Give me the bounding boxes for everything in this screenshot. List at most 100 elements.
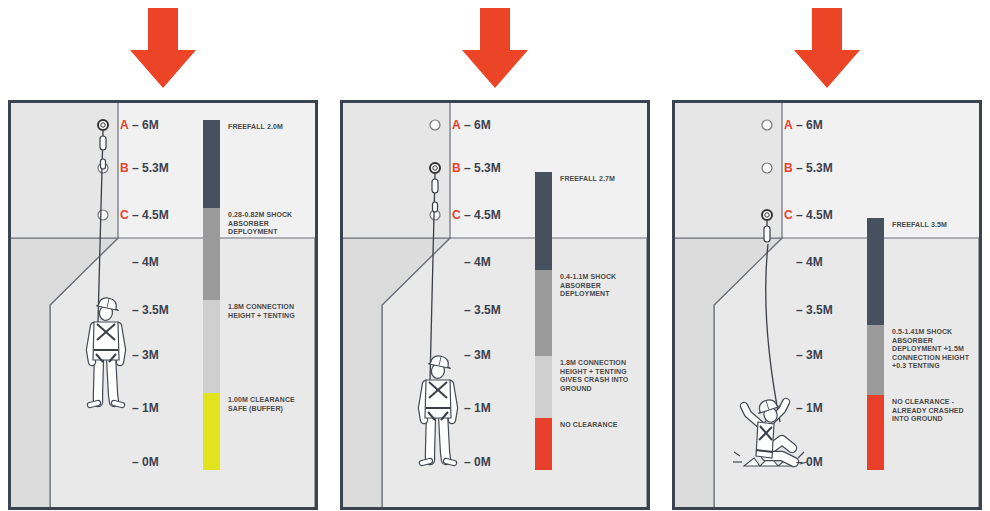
- height-marker: – 3.5M: [464, 303, 501, 317]
- anchor-point: [430, 163, 440, 173]
- panel: [342, 8, 649, 509]
- height-marker: – 3M: [464, 348, 491, 362]
- worker-figure: [90, 296, 122, 405]
- height-marker: – 3.5M: [132, 303, 169, 317]
- height-marker: – 5.3M: [132, 161, 169, 175]
- anchor-letter: C: [452, 208, 461, 222]
- segment-bar: [535, 172, 552, 270]
- anchor-letter: B: [784, 161, 793, 175]
- segment-label: 1.8M CONNECTION HEIGHT + TENTING GIVES C…: [560, 359, 644, 393]
- red-arrow: [462, 8, 528, 88]
- height-marker: – 3M: [132, 348, 159, 362]
- panel: [674, 8, 981, 509]
- segment-label: 1.00M CLEARANCE SAFE (BUFFER): [228, 396, 312, 413]
- anchor-letter: A: [784, 118, 793, 132]
- segment-bar: [867, 325, 884, 395]
- segment-label: NO CLEARANCE - ALREADY CRASHED INTO GROU…: [892, 398, 976, 424]
- height-marker: – 5.3M: [796, 161, 833, 175]
- height-marker: – 0M: [796, 455, 823, 469]
- height-marker: – 3M: [796, 348, 823, 362]
- lanyard: [764, 221, 780, 422]
- segment-label: NO CLEARANCE: [560, 421, 644, 430]
- anchor-letter: A: [120, 118, 129, 132]
- segment-bar: [203, 393, 220, 470]
- panel-frame: [674, 102, 981, 509]
- panel-ground: [342, 102, 649, 509]
- anchor-point: [762, 210, 772, 220]
- panel-frame: [342, 102, 649, 509]
- anchor-ring: [765, 213, 769, 217]
- panel-ground: [674, 102, 981, 509]
- panel-frame: [10, 102, 317, 509]
- wall-face: [50, 238, 315, 508]
- anchor-point: [98, 120, 108, 130]
- anchor-letter: A: [452, 118, 461, 132]
- segment-label: FREEFALL 3.5M: [892, 221, 976, 230]
- height-marker: – 1M: [132, 401, 159, 415]
- segment-bar: [535, 270, 552, 356]
- fall-segment: FREEFALL 2.7M: [535, 172, 647, 270]
- height-marker: – 4.5M: [796, 208, 833, 222]
- height-marker: – 6M: [464, 118, 491, 132]
- height-marker: – 6M: [796, 118, 823, 132]
- segment-label: 0.28-0.82M SHOCK ABSORBER DEPLOYMENT: [228, 211, 312, 237]
- height-marker: – 4.5M: [132, 208, 169, 222]
- lanyard: [430, 174, 438, 380]
- height-marker: – 1M: [464, 401, 491, 415]
- height-marker: – 4.5M: [464, 208, 501, 222]
- wall-face: [714, 238, 979, 508]
- wall-face: [382, 238, 647, 508]
- fall-segment: 0.4-1.1M SHOCK ABSORBER DEPLOYMENT: [535, 270, 647, 356]
- segment-label: 0.5-1.41M SHOCK ABSORBER DEPLOYMENT +1.5…: [892, 328, 976, 371]
- segment-bar: [203, 208, 220, 300]
- segment-bar: [535, 356, 552, 418]
- fall-segment: 1.00M CLEARANCE SAFE (BUFFER): [203, 393, 315, 470]
- fall-segment: FREEFALL 3.5M: [867, 218, 979, 325]
- height-marker: – 4M: [796, 255, 823, 269]
- segment-label: 1.8M CONNECTION HEIGHT + TENTING: [228, 303, 312, 320]
- height-marker: – 1M: [796, 401, 823, 415]
- anchor-letter: B: [452, 161, 461, 175]
- anchor-point: [762, 163, 772, 173]
- anchor-ring: [433, 166, 437, 170]
- height-marker: – 3.5M: [796, 303, 833, 317]
- fall-segment: FREEFALL 2.0M: [203, 120, 315, 208]
- fall-segment: 0.5-1.41M SHOCK ABSORBER DEPLOYMENT +1.5…: [867, 325, 979, 395]
- fall-segment: 0.28-0.82M SHOCK ABSORBER DEPLOYMENT: [203, 208, 315, 300]
- lanyard: [98, 131, 106, 322]
- red-arrow: [794, 8, 860, 88]
- anchor-point: [762, 120, 772, 130]
- ledge-side: [342, 238, 450, 508]
- fallen-worker: [733, 397, 807, 466]
- anchor-ring: [101, 123, 105, 127]
- segment-bar: [203, 120, 220, 208]
- height-marker: – 4M: [464, 255, 491, 269]
- anchor-letter: B: [120, 161, 129, 175]
- segment-label: FREEFALL 2.0M: [228, 123, 312, 132]
- height-marker: – 0M: [132, 455, 159, 469]
- segment-bar: [867, 218, 884, 325]
- anchor-point: [430, 120, 440, 130]
- ledge-side: [10, 238, 118, 508]
- height-marker: – 0M: [464, 455, 491, 469]
- height-marker: – 6M: [132, 118, 159, 132]
- panel-ground: [10, 102, 317, 509]
- anchor-point: [98, 210, 108, 220]
- segment-label: FREEFALL 2.7M: [560, 175, 644, 184]
- upper-wall: [674, 102, 782, 238]
- fall-segment: 1.8M CONNECTION HEIGHT + TENTING: [203, 300, 315, 393]
- anchor-letter: C: [784, 208, 793, 222]
- anchor-letter: C: [120, 208, 129, 222]
- fall-segment: NO CLEARANCE - ALREADY CRASHED INTO GROU…: [867, 395, 979, 470]
- segment-label: 0.4-1.1M SHOCK ABSORBER DEPLOYMENT: [560, 273, 644, 299]
- segment-bar: [867, 395, 884, 470]
- height-marker: – 5.3M: [464, 161, 501, 175]
- fall-segment: 1.8M CONNECTION HEIGHT + TENTING GIVES C…: [535, 356, 647, 418]
- segment-bar: [203, 300, 220, 393]
- fall-segment: NO CLEARANCE: [535, 418, 647, 470]
- height-marker: – 4M: [132, 255, 159, 269]
- worker-figure: [422, 354, 454, 463]
- panel: [10, 8, 317, 509]
- red-arrow: [130, 8, 196, 88]
